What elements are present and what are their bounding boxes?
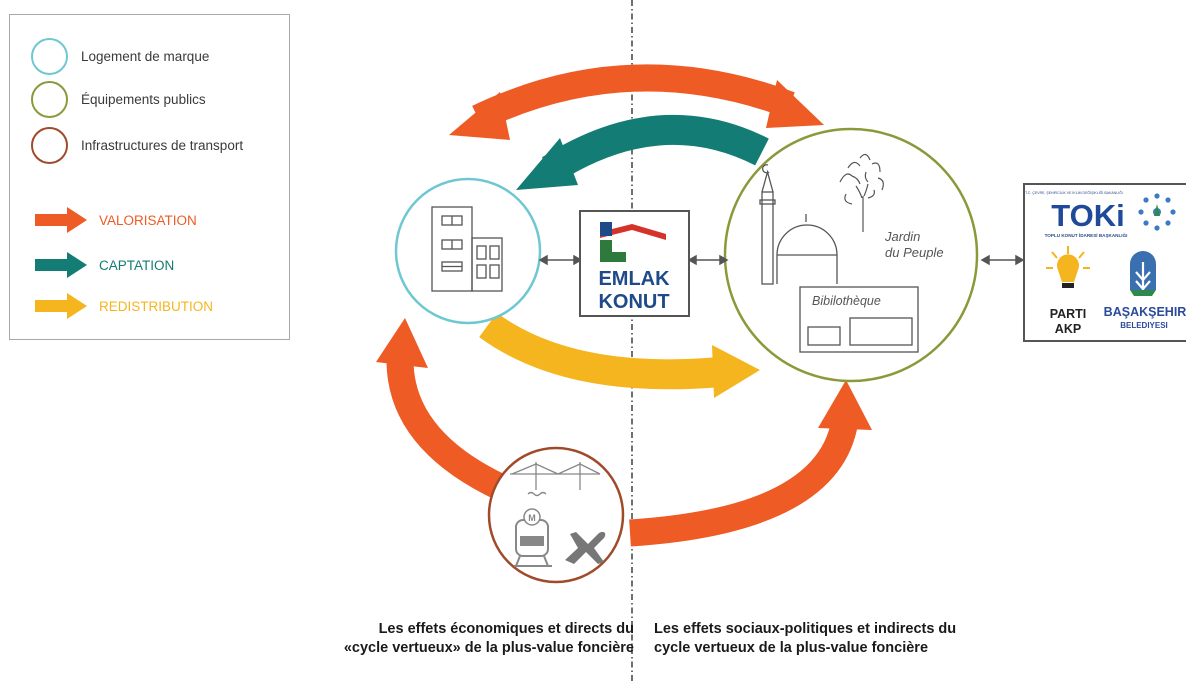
emlak-label-line2: KONUT — [598, 291, 669, 313]
legend-item-captation: CAPTATION — [10, 252, 174, 278]
building-icon — [431, 206, 503, 292]
legend-item-valorisation: VALORISATION — [10, 207, 197, 233]
valorisation-arrow-right-shaft — [629, 417, 859, 547]
public-facilities-circle — [723, 127, 979, 383]
toki-top-text: T.C. ÇEVRE, ŞEHİRCİLİK VE İKLİM DEĞİŞİKL… — [1025, 190, 1123, 195]
legend-item-transport: Infrastructures de transport — [10, 127, 243, 164]
caption-left-line1: Les effets économiques et directs du — [378, 621, 634, 637]
toki-emblem-icon — [1138, 193, 1176, 231]
garden-label-line1: Jardin — [884, 229, 920, 244]
legend-label-valorisation: VALORISATION — [99, 212, 197, 228]
valorisation-arrow-right-head — [818, 380, 872, 430]
redistribution-arrow-icon — [35, 293, 87, 319]
legend-item-redistribution: REDISTRIBUTION — [10, 293, 213, 319]
tree-icon — [839, 153, 884, 232]
redistribution-arrow-shaft — [479, 312, 722, 390]
bridge-icon — [510, 462, 601, 497]
public-facilities-circle-icon — [31, 81, 68, 118]
akp-label-line1: PARTI — [1050, 307, 1087, 321]
basaksehir-emblem-icon — [1130, 251, 1156, 296]
legend-label-captation: CAPTATION — [99, 257, 175, 273]
captation-arrow-shaft — [541, 114, 769, 183]
valorisation-arrow-left-head — [376, 318, 428, 368]
basaksehir-label-line1: BAŞAKŞEHIR — [1104, 305, 1186, 319]
legend-panel: Logement de marque Équipements publics I… — [9, 14, 290, 340]
legend-label-housing: Logement de marque — [81, 49, 210, 64]
toki-sub-text: TOPLU KONUT İDARESİ BAŞKANLIĞI — [1045, 231, 1128, 238]
metro-label: M — [528, 513, 536, 523]
connector-emlak-facilities — [687, 254, 729, 266]
akp-label-line2: AKP — [1055, 322, 1081, 336]
caption-right-line2: cycle vertueux de la plus-value foncière — [654, 640, 929, 656]
airplane-icon — [565, 531, 606, 564]
valorisation-arrow-top-head-left — [449, 92, 510, 140]
emlak-label-line1: EMLAK — [598, 268, 670, 290]
basaksehir-label-line2: BELEDIYESI — [1120, 321, 1168, 330]
caption-right-line1: Les effets sociaux-politiques et indirec… — [654, 621, 957, 637]
housing-circle-icon — [31, 38, 68, 75]
legend-item-housing: Logement de marque — [10, 38, 209, 75]
connector-facilities-actors — [980, 254, 1025, 266]
emlak-konut-logo — [600, 222, 666, 262]
garden-label-line2: du Peuple — [885, 245, 944, 260]
caption-right: Les effets sociaux-politiques et indirec… — [654, 620, 1054, 658]
valorisation-arrow-top-head-right — [766, 80, 824, 128]
caption-left: Les effets économiques et directs du «cy… — [274, 620, 634, 658]
legend-item-public-facilities: Équipements publics — [10, 81, 206, 118]
housing-circle — [394, 177, 542, 325]
transport-circle-icon — [31, 127, 68, 164]
library-label: Bibilothèque — [812, 294, 881, 308]
toki-logo-text: TOKi — [1051, 198, 1125, 233]
legend-label-redistribution: REDISTRIBUTION — [99, 298, 214, 314]
captation-arrow-head — [516, 138, 578, 190]
metro-icon — [514, 508, 552, 567]
caption-left-line2: «cycle vertueux» de la plus-value fonciè… — [343, 640, 634, 656]
mosque-icon — [759, 164, 838, 285]
library-icon — [799, 286, 919, 353]
valorisation-arrow-left-shaft — [386, 359, 508, 501]
redistribution-arrow-head — [712, 345, 760, 398]
connector-housing-emlak — [538, 254, 583, 266]
legend-label-public-facilities: Équipements publics — [81, 92, 206, 107]
valorisation-arrow-top-shaft — [472, 64, 795, 131]
legend-label-transport: Infrastructures de transport — [81, 138, 244, 153]
akp-lightbulb-icon — [1046, 246, 1090, 288]
valorisation-arrow-icon — [35, 207, 87, 233]
captation-arrow-icon — [35, 252, 87, 278]
